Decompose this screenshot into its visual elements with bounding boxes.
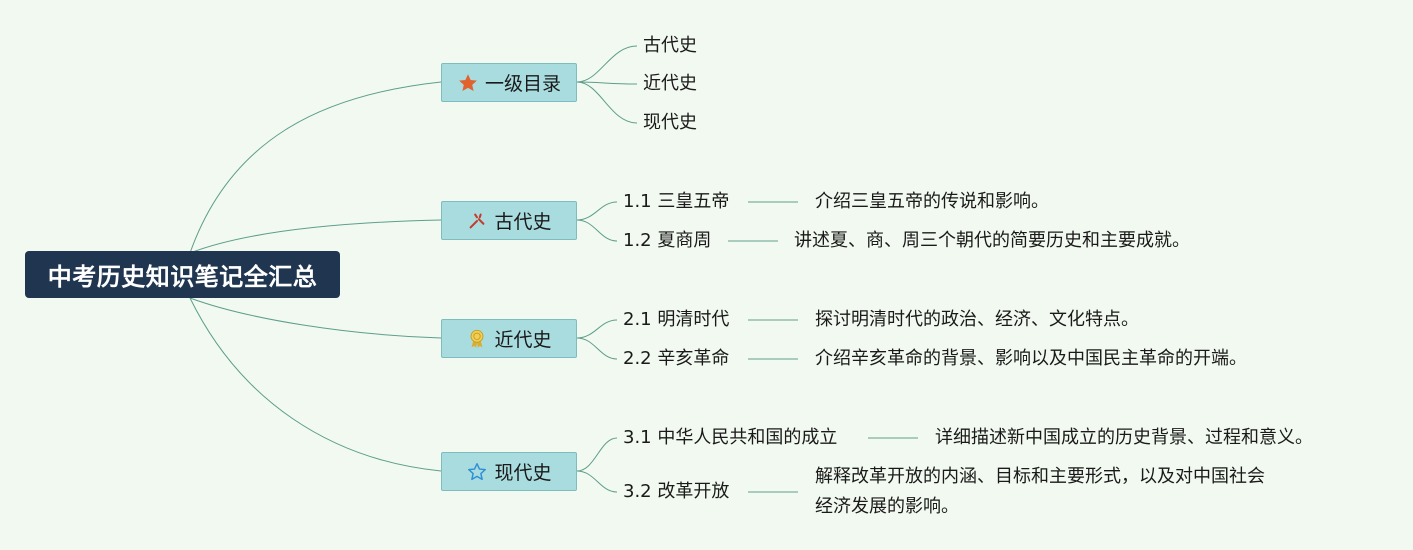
branch-label: 现代史	[494, 462, 552, 484]
topic-item[interactable]: 1.2 夏商周	[623, 230, 711, 252]
connector-b3-c1	[576, 319, 618, 339]
root-title: 中考历史知识笔记全汇总	[47, 263, 318, 291]
branch-label: 近代史	[494, 329, 552, 351]
topic-label: 3.2 改革开放	[623, 481, 730, 502]
connector-b4-c2	[576, 470, 618, 493]
connector-root-branch-4	[189, 297, 442, 472]
topic-item[interactable]: 现代史	[643, 112, 697, 134]
star-outline-icon	[466, 461, 488, 483]
connector-b1-c1	[576, 45, 638, 83]
topic-label: 3.1 中华人民共和国的成立	[623, 427, 838, 448]
topic-item[interactable]: 近代史	[643, 73, 697, 95]
topic-item[interactable]: 2.2 辛亥革命	[623, 348, 729, 370]
branch-ancient[interactable]: 古代史	[441, 201, 577, 240]
connector-b1-c2	[576, 81, 638, 85]
star-icon	[457, 72, 479, 94]
topic-item[interactable]: 古代史	[643, 35, 697, 57]
medal-icon	[466, 328, 488, 350]
topic-item[interactable]: 1.1 三皇五帝	[623, 191, 729, 213]
connector-root-branch-3	[189, 297, 442, 339]
connector-root-branch-1	[189, 81, 442, 254]
branch-toc[interactable]: 一级目录	[441, 63, 577, 102]
topic-description: 讲述夏、商、周三个朝代的简要历史和主要成就。	[794, 230, 1190, 251]
topic-item[interactable]: 3.1 中华人民共和国的成立	[623, 427, 837, 449]
topic-description: 介绍三皇五帝的传说和影响。	[815, 191, 1049, 212]
connector-b1-c3	[576, 81, 638, 124]
topic-label: 1.1 三皇五帝	[623, 191, 730, 212]
connector-b2-c1	[576, 201, 618, 221]
topic-label: 2.2 辛亥革命	[623, 348, 730, 369]
topic-description: 解释改革开放的内涵、目标和主要形式，以及对中国社会 经济发展的影响。	[815, 466, 1265, 517]
connector-b3-c2	[576, 337, 618, 360]
connector-root-branch-2	[189, 219, 442, 254]
branch-contemporary[interactable]: 现代史	[441, 452, 577, 491]
connector-b4-c1	[576, 437, 618, 472]
topic-label: 近代史	[643, 73, 697, 94]
branch-modern[interactable]: 近代史	[441, 319, 577, 358]
topic-description: 详细描述新中国成立的历史背景、过程和意义。	[935, 427, 1313, 448]
topic-label: 古代史	[643, 35, 697, 56]
topic-label: 2.1 明清时代	[623, 309, 730, 330]
connector-b2-c2	[576, 219, 618, 242]
topic-item[interactable]: 3.2 改革开放	[623, 481, 729, 503]
topic-item[interactable]: 2.1 明清时代	[623, 309, 729, 331]
topic-label: 现代史	[643, 112, 697, 133]
root-topic[interactable]: 中考历史知识笔记全汇总	[25, 251, 340, 298]
topic-description: 探讨明清时代的政治、经济、文化特点。	[815, 309, 1139, 330]
branch-label: 古代史	[494, 211, 552, 233]
topic-description: 介绍辛亥革命的背景、影响以及中国民主革命的开端。	[815, 348, 1247, 369]
topic-label: 1.2 夏商周	[623, 230, 712, 251]
branch-label: 一级目录	[484, 73, 561, 95]
sparkle-icon	[466, 210, 488, 232]
